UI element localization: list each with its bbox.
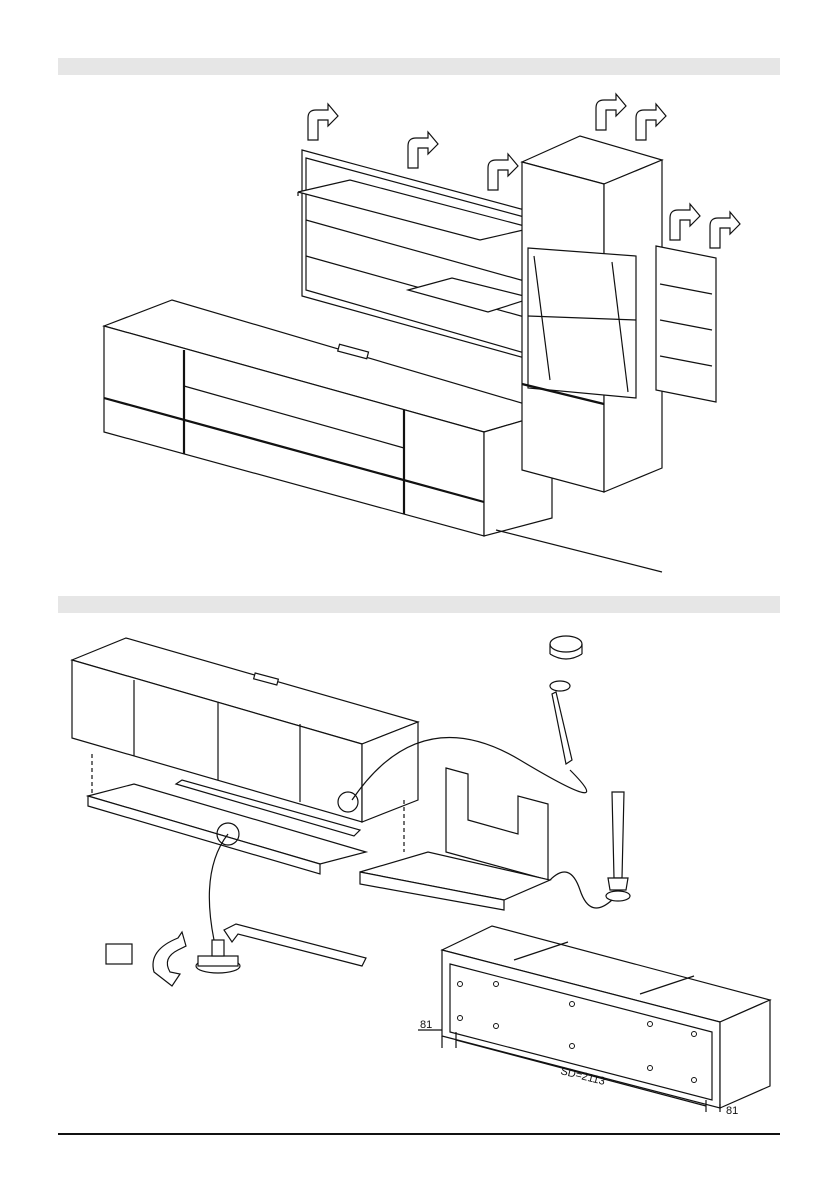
wall-plug-icon [550,636,582,764]
adjustable-foot-icon [196,940,240,973]
rotate-arrow-icon [408,132,438,168]
step-marker-box [106,944,132,964]
allen-key-icon [224,924,366,966]
footer-rule [58,1133,780,1135]
rotate-arrow-icon [308,104,338,140]
side-shelf-panel [656,246,716,402]
screw-icon [606,792,630,901]
tall-vitrine [522,136,662,492]
rotate-arrow-icon [670,204,700,240]
rotate-arrow-icon [153,932,186,986]
rotate-arrow-icon [636,104,666,140]
inverted-cabinet [72,638,418,874]
right-offset-dimension: 81 [726,1105,738,1117]
step-1-illustration [104,94,740,572]
step-2-illustration: 81 81 SD=2113 [72,636,770,1117]
rotate-arrow-icon [596,94,626,130]
left-offset-dimension: 81 [420,1019,432,1031]
rotate-arrow-icon [710,212,740,248]
rotate-arrow-icon [488,154,518,190]
